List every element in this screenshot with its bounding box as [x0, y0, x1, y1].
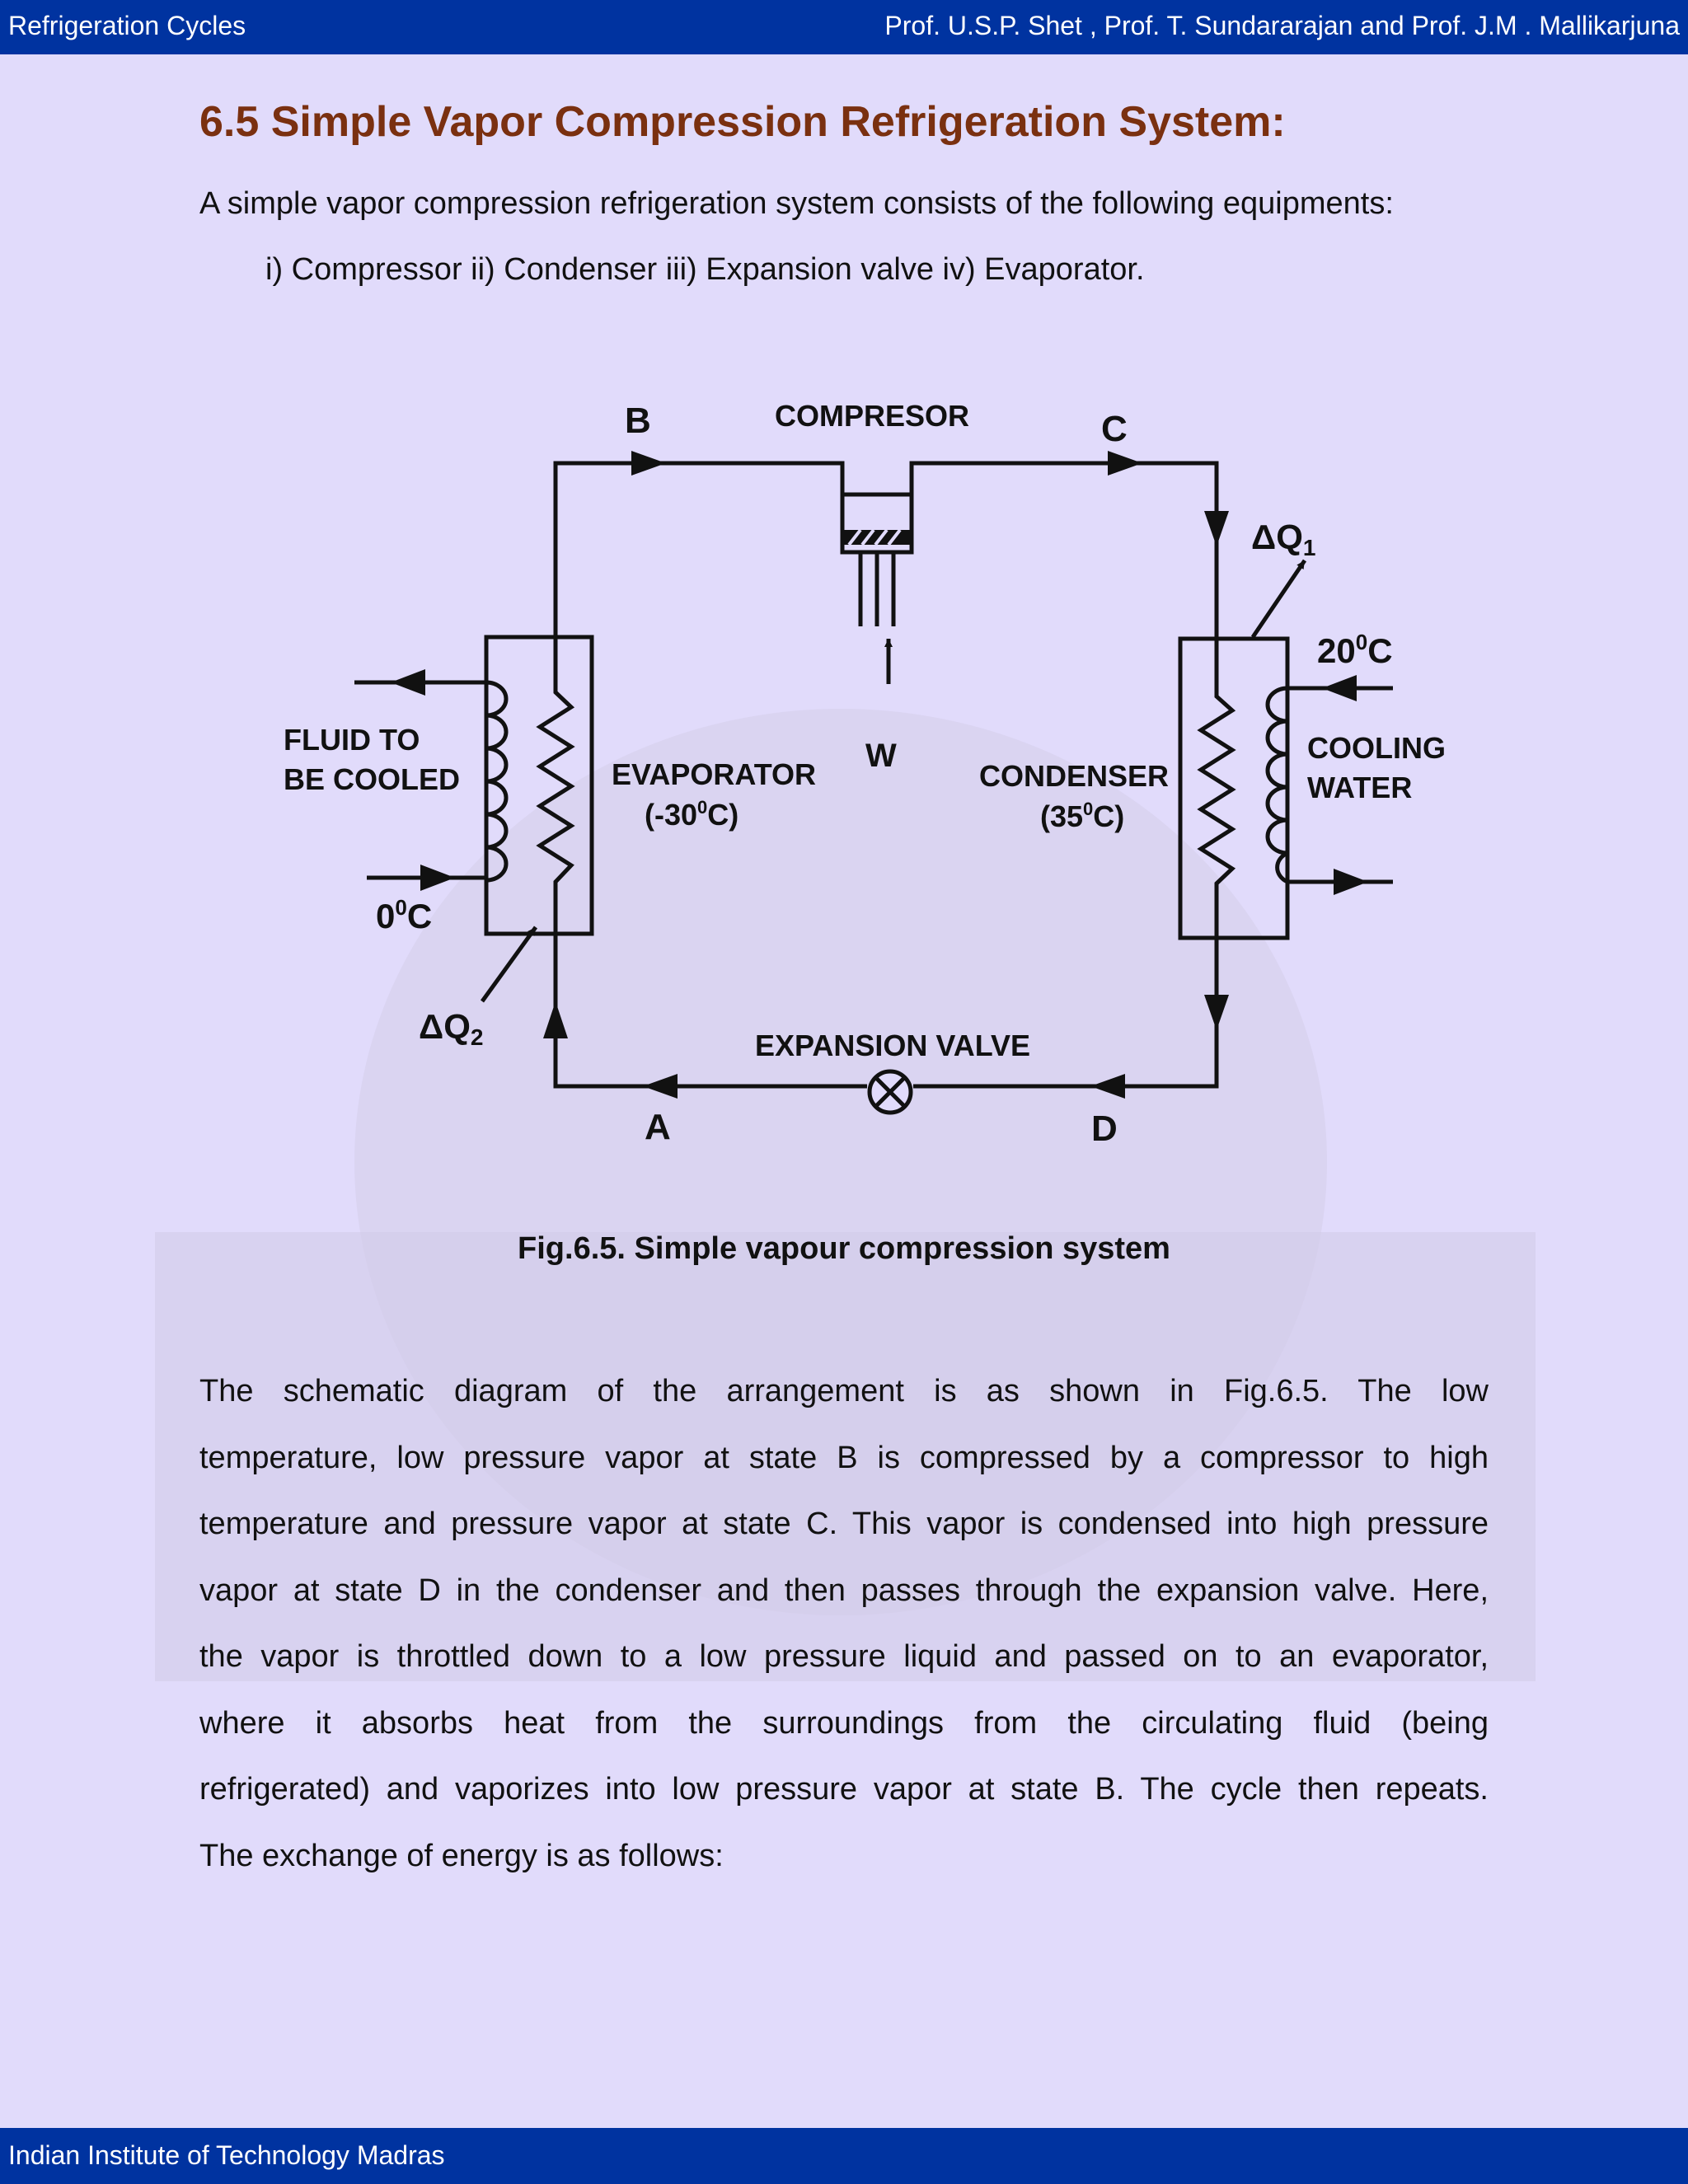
- flow-arrow-a: [643, 1074, 678, 1099]
- footer-institute: Indian Institute of Technology Madras: [8, 2140, 445, 2170]
- body-line: where it absorbs heat from the surroundi…: [199, 1705, 1489, 1741]
- condenser-label: CONDENSER: [979, 759, 1169, 793]
- evaporator-coil: [485, 680, 509, 883]
- state-a-label: A: [645, 1107, 671, 1147]
- fluid-temp: 00C: [376, 895, 432, 935]
- condenser-temp: (350C): [1040, 799, 1124, 833]
- fluid-label-line2: BE COOLED: [284, 762, 460, 796]
- dq1-label: ΔQ1: [1251, 518, 1315, 560]
- state-c-label: C: [1101, 409, 1128, 449]
- flow-arrow-condenser-in: [1204, 511, 1229, 546]
- body-line: The schematic diagram of the arrangement…: [199, 1374, 1489, 1408]
- flow-arrow-evaporator-in: [543, 1001, 568, 1038]
- state-d-label: D: [1091, 1108, 1118, 1149]
- header-course-title: Refrigeration Cycles: [8, 11, 246, 40]
- condenser-zigzag: [1197, 639, 1236, 938]
- flow-arrow-condenser-out: [1204, 995, 1229, 1030]
- body-line: temperature and pressure vapor at state …: [199, 1507, 1489, 1541]
- fluid-label-line1: FLUID TO: [284, 723, 420, 757]
- body-line: vapor at state D in the condenser and th…: [199, 1572, 1489, 1608]
- cooling-water-label-line2: WATER: [1307, 771, 1412, 804]
- header-bar: Refrigeration Cycles Prof. U.S.P. Shet ,…: [0, 0, 1688, 54]
- fluid-out-arrowhead: [391, 669, 425, 696]
- intro-paragraph: A simple vapor compression refrigeration…: [199, 186, 1394, 221]
- flow-arrow-b: [631, 451, 666, 476]
- flow-arrow-d: [1090, 1074, 1125, 1099]
- pipe-condenser-to-valve: [913, 938, 1219, 1089]
- watermark: [155, 1232, 1536, 1681]
- pipe-evaporator-to-compressor: [553, 461, 845, 639]
- fluid-in-arrowhead: [420, 865, 455, 891]
- evaporator-box: [484, 635, 594, 936]
- dq1-arrow: [1250, 559, 1307, 639]
- header-authors: Prof. U.S.P. Shet , Prof. T. Sundararaja…: [884, 11, 1680, 40]
- cooling-water-label-line1: COOLING: [1307, 731, 1446, 765]
- body-line: the vapor is throttled down to a low pre…: [199, 1639, 1489, 1674]
- section-title: 6.5 Simple Vapor Compression Refrigerati…: [199, 98, 1286, 146]
- body-paragraph: The schematic diagram of the arrangement…: [199, 1358, 1489, 1889]
- cooling-water-in-arrowhead: [1322, 675, 1357, 701]
- dq2-arrow: [480, 926, 538, 1003]
- body-line: temperature, low pressure vapor at state…: [199, 1440, 1489, 1475]
- work-label: W: [865, 738, 897, 774]
- evaporator-zigzag: [536, 639, 575, 934]
- cooling-water-temp: 200C: [1317, 630, 1393, 670]
- pipe-compressor-to-condenser: [909, 461, 1219, 639]
- compressor-label: COMPRESOR: [775, 399, 969, 433]
- refrigeration-cycle-diagram: B COMPRESOR C ΔQ1 200C COOLING WATER FLU…: [284, 399, 1446, 1149]
- figure-caption: Fig.6.5. Simple vapour compression syste…: [518, 1231, 1170, 1266]
- expansion-valve-label: EXPANSION VALVE: [755, 1029, 1030, 1062]
- dq2-label: ΔQ2: [419, 1007, 483, 1050]
- equipment-list: i) Compressor ii) Condenser iii) Expansi…: [265, 252, 1145, 287]
- body-line: The exchange of energy is as follows:: [199, 1838, 724, 1873]
- evaporator-label: EVAPORATOR: [612, 757, 816, 791]
- cooling-water-out-arrowhead: [1334, 869, 1368, 895]
- body-line: refrigerated) and vaporizes into low pre…: [199, 1772, 1489, 1807]
- footer-bar: Indian Institute of Technology Madras: [0, 2128, 1688, 2184]
- flow-arrow-c: [1108, 451, 1142, 476]
- state-b-label: B: [625, 401, 651, 441]
- condenser-coil: [1265, 686, 1289, 884]
- pipe-valve-to-evaporator: [553, 934, 867, 1089]
- evaporator-temp: (-300C): [645, 797, 738, 832]
